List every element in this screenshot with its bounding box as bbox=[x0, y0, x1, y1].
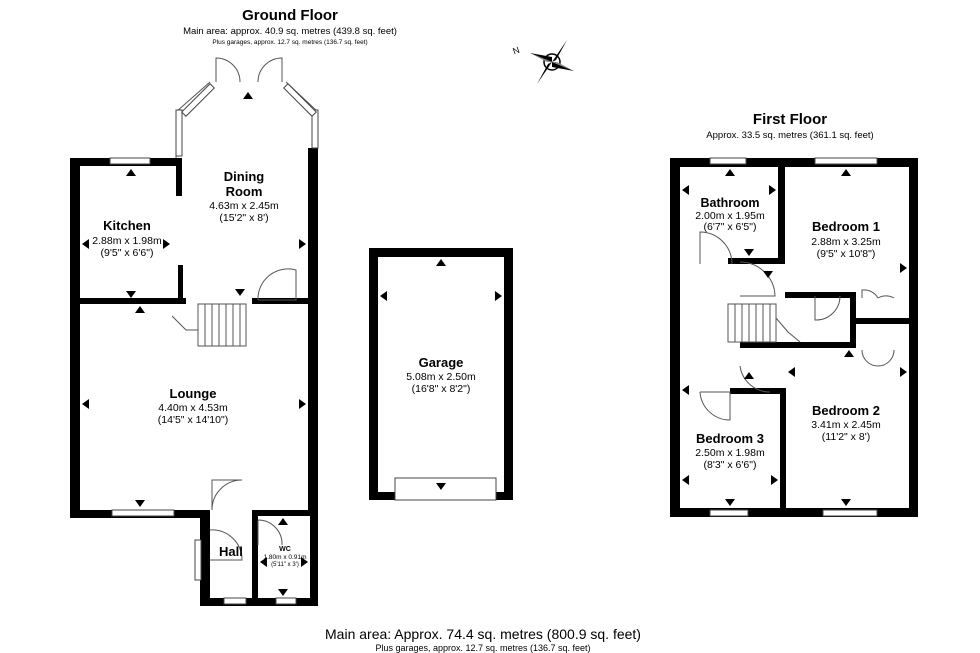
hall-window bbox=[223, 597, 247, 605]
wc-metric: 1.80m x 0.91m bbox=[264, 554, 307, 561]
arrow-up-icon bbox=[278, 518, 288, 525]
lounge-window bbox=[111, 509, 175, 517]
kitchen-imperial: (9'5" x 6'6") bbox=[101, 247, 154, 259]
dining-room-name-line1: Dining bbox=[224, 169, 264, 184]
wc-imperial: (5'11" x 3') bbox=[271, 562, 299, 568]
arrow-left-icon bbox=[682, 475, 689, 485]
kitchen-metric: 2.88m x 1.98m bbox=[92, 235, 162, 247]
first-floor-windows bbox=[709, 157, 878, 517]
bay-window-left-angled bbox=[181, 83, 215, 117]
ground-floor-area: Main area: approx. 40.9 sq. metres (439.… bbox=[183, 26, 397, 37]
arrow-left-icon bbox=[82, 399, 89, 409]
arrow-down-icon bbox=[436, 483, 446, 490]
first-floor-stairs bbox=[727, 303, 801, 343]
ground-floor-windows bbox=[109, 83, 319, 605]
bathroom-window bbox=[709, 157, 747, 165]
bedroom3-imperial: (8'3" x 6'6") bbox=[704, 459, 757, 471]
lounge-name: Lounge bbox=[170, 386, 217, 401]
arrow-up-icon bbox=[135, 306, 145, 313]
arrow-right-icon bbox=[299, 399, 306, 409]
first-floor-walls bbox=[670, 158, 918, 517]
arrow-left-icon bbox=[82, 239, 89, 249]
bedroom2-window bbox=[822, 509, 878, 517]
ground-floor-stairs bbox=[171, 303, 247, 347]
wc-window bbox=[275, 597, 297, 605]
garage-walls bbox=[369, 248, 513, 501]
garage-name: Garage bbox=[419, 355, 464, 370]
footer-garage-note: Plus garages, approx. 12.7 sq. metres (1… bbox=[375, 643, 590, 653]
arrow-right-icon bbox=[495, 291, 502, 301]
bedroom2-metric: 3.41m x 2.45m bbox=[811, 419, 881, 431]
dimension-arrows bbox=[82, 92, 907, 596]
bay-window-left bbox=[175, 109, 183, 157]
arrow-right-icon bbox=[301, 557, 308, 567]
arrow-up-icon bbox=[436, 259, 446, 266]
bedroom3-name: Bedroom 3 bbox=[696, 431, 764, 446]
arrow-right-icon bbox=[900, 367, 907, 377]
arrow-down-icon bbox=[725, 499, 735, 506]
arrow-down-icon bbox=[841, 499, 851, 506]
bedroom3-metric: 2.50m x 1.98m bbox=[695, 447, 765, 459]
arrow-down-icon bbox=[135, 500, 145, 507]
bay-window-right-angled bbox=[283, 83, 317, 117]
arrow-down-icon bbox=[126, 291, 136, 298]
garage-metric: 5.08m x 2.50m bbox=[406, 371, 476, 383]
arrow-up-icon bbox=[844, 350, 854, 357]
ground-floor-title: Ground Floor bbox=[242, 7, 338, 24]
wc-name: WC bbox=[279, 546, 291, 553]
lounge-imperial: (14'5" x 14'10") bbox=[158, 414, 228, 426]
arrow-left-icon bbox=[682, 185, 689, 195]
hall-name: Hall bbox=[219, 544, 243, 559]
arrow-up-icon bbox=[744, 372, 754, 379]
bathroom-name: Bathroom bbox=[700, 196, 759, 210]
arrow-down-icon bbox=[763, 271, 773, 278]
garage-imperial: (16'8" x 8'2") bbox=[412, 383, 471, 395]
first-floor-area: Approx. 33.5 sq. metres (361.1 sq. feet) bbox=[706, 130, 873, 141]
arrow-right-icon bbox=[163, 239, 170, 249]
dining-room-name-line2: Room bbox=[226, 184, 263, 199]
bedroom3-window bbox=[709, 509, 749, 517]
arrow-right-icon bbox=[769, 185, 776, 195]
arrow-down-icon bbox=[744, 249, 754, 256]
kitchen-name: Kitchen bbox=[103, 218, 151, 233]
hall-side-window bbox=[194, 539, 202, 581]
bathroom-imperial: (6'7" x 6'5") bbox=[704, 221, 757, 233]
arrow-left-icon bbox=[788, 367, 795, 377]
compass-north-label: N bbox=[511, 45, 521, 57]
bay-window-right bbox=[311, 109, 319, 149]
arrow-up-icon bbox=[725, 169, 735, 176]
arrow-right-icon bbox=[299, 239, 306, 249]
bathroom-metric: 2.00m x 1.95m bbox=[695, 210, 765, 222]
ground-floor-doors bbox=[209, 57, 297, 561]
arrow-up-icon bbox=[126, 169, 136, 176]
first-floor-doors bbox=[699, 231, 895, 421]
bedroom1-imperial: (9'5" x 10'8") bbox=[817, 248, 876, 260]
compass-icon bbox=[530, 40, 574, 84]
arrow-up-icon bbox=[841, 169, 851, 176]
dining-room-metric: 4.63m x 2.45m bbox=[209, 200, 279, 212]
arrow-right-icon bbox=[900, 263, 907, 273]
arrow-left-icon bbox=[260, 557, 267, 567]
arrow-left-icon bbox=[682, 385, 689, 395]
kitchen-window bbox=[109, 157, 151, 165]
dining-room-imperial: (15'2" x 8') bbox=[219, 212, 268, 224]
bedroom1-metric: 2.88m x 3.25m bbox=[811, 236, 881, 248]
lounge-metric: 4.40m x 4.53m bbox=[158, 402, 228, 414]
bedroom1-window bbox=[814, 157, 878, 165]
arrow-up-icon bbox=[243, 92, 253, 99]
ground-floor-garage-note: Plus garages, approx. 12.7 sq. metres (1… bbox=[212, 39, 367, 46]
footer-main-area: Main area: Approx. 74.4 sq. metres (800.… bbox=[325, 626, 641, 642]
arrow-right-icon bbox=[771, 475, 778, 485]
arrow-left-icon bbox=[380, 291, 387, 301]
ground-floor-walls bbox=[70, 81, 319, 606]
arrow-down-icon bbox=[235, 289, 245, 296]
bedroom2-imperial: (11'2" x 8') bbox=[822, 431, 870, 443]
bedroom2-name: Bedroom 2 bbox=[812, 403, 880, 418]
arrow-down-icon bbox=[278, 589, 288, 596]
first-floor-title: First Floor bbox=[753, 111, 827, 128]
bedroom1-name: Bedroom 1 bbox=[812, 219, 880, 234]
garage-door bbox=[394, 477, 497, 501]
